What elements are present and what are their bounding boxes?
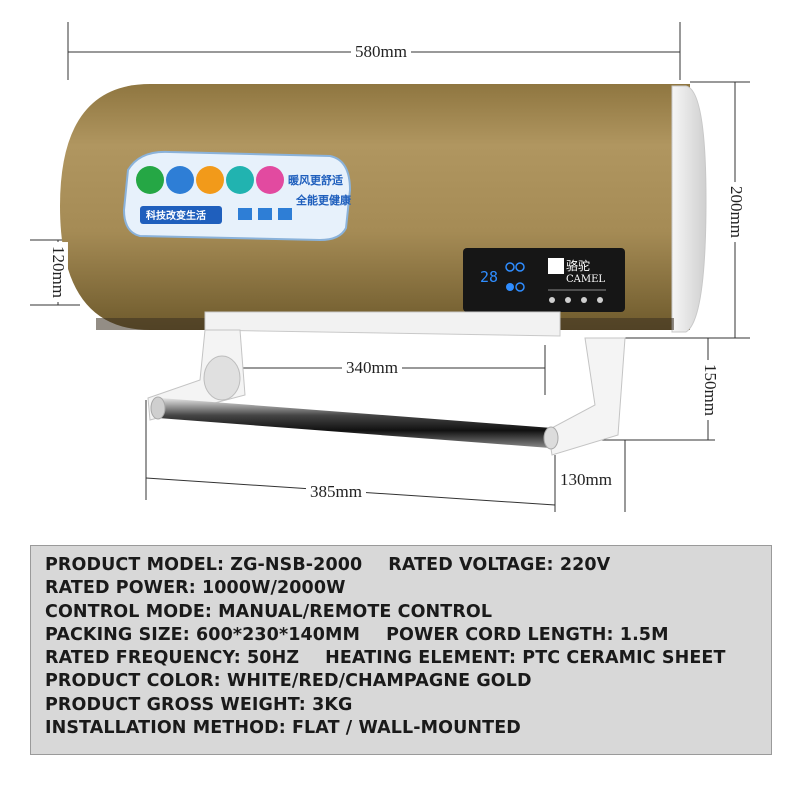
- spec-voltage: RATED VOLTAGE: 220V: [388, 555, 611, 575]
- spec-box: PRODUCT MODEL: ZG-NSB-2000 RATED VOLTAGE:…: [30, 545, 772, 755]
- spec-frequency: RATED FREQUENCY: 50HZ: [45, 648, 300, 669]
- display-temperature: 28: [480, 268, 498, 286]
- dim-label-130: 130mm: [556, 470, 616, 490]
- spec-packing-size: PACKING SIZE: 600*230*140MM: [45, 624, 361, 645]
- dim-label-580: 580mm: [351, 42, 411, 62]
- control-panel: [463, 248, 625, 312]
- panel-buttons: [549, 297, 603, 303]
- towel-rack: [147, 311, 626, 456]
- product-illustration: 暖风更舒适 全能更健康 科技改变生活 28 骆驼 CAMEL: [30, 22, 750, 512]
- feature-sticker: [122, 150, 352, 242]
- spec-model: PRODUCT MODEL: ZG-NSB-2000: [45, 555, 363, 575]
- spec-line-1: PRODUCT MODEL: ZG-NSB-2000 RATED VOLTAGE:…: [45, 554, 757, 577]
- spec-control-mode: CONTROL MODE: MANUAL/REMOTE CONTROL: [45, 601, 493, 622]
- spec-cord-length: POWER CORD LENGTH: 1.5M: [386, 624, 669, 645]
- dim-label-385: 385mm: [306, 482, 366, 502]
- dim-label-120: 120mm: [47, 242, 68, 302]
- sticker-banner: 科技改变生活: [146, 209, 206, 222]
- sticker-slogan-1: 暖风更舒适: [288, 173, 343, 187]
- spec-heating-element: HEATING ELEMENT: PTC CERAMIC SHEET: [325, 648, 726, 669]
- spec-line-5: RATED FREQUENCY: 50HZ HEATING ELEMENT: PT…: [45, 647, 757, 670]
- spec-color: PRODUCT COLOR: WHITE/RED/CHAMPAGNE GOLD: [45, 671, 532, 692]
- sticker-slogan-2: 全能更健康: [295, 193, 352, 207]
- dim-label-200: 200mm: [725, 182, 746, 242]
- spec-weight: PRODUCT GROSS WEIGHT: 3KG: [45, 694, 353, 715]
- brand-cn: 骆驼: [566, 258, 590, 273]
- dim-label-150: 150mm: [699, 360, 720, 420]
- spec-power: RATED POWER: 1000W/2000W: [45, 578, 346, 599]
- dim-label-340: 340mm: [342, 358, 402, 378]
- brand-en: CAMEL: [566, 274, 605, 285]
- spec-installation: INSTALLATION METHOD: FLAT / WALL-MOUNTED: [45, 718, 521, 739]
- spec-line-4: PACKING SIZE: 600*230*140MM POWER CORD LE…: [45, 624, 757, 647]
- dim-rack-depth: [554, 440, 626, 512]
